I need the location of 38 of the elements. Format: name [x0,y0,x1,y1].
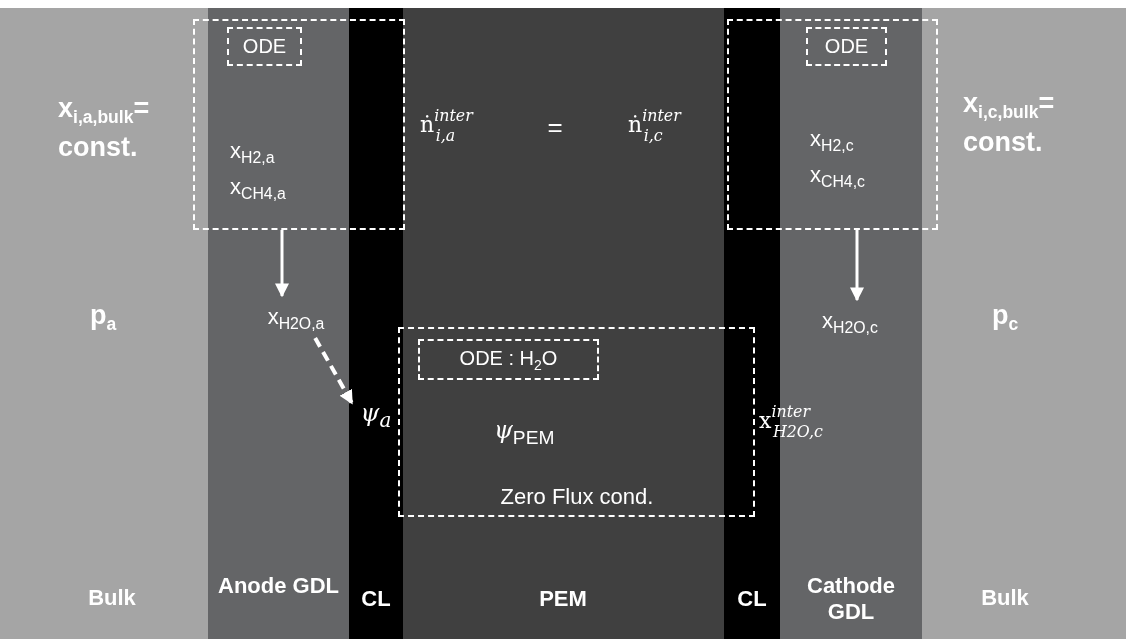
variable-label: p$_{a}$ [90,300,118,337]
dashed-box [806,27,887,66]
layer-label: Cathode GDL [806,573,896,625]
layer-band [208,8,349,639]
layer-band [403,8,724,639]
layer-label: PEM [538,586,588,612]
variable-label: x$_{H2,a}$ [230,138,276,168]
box-label: ODE [242,35,287,58]
layer-band [922,8,1126,639]
dashed-arrow [313,337,354,405]
variable-label: ψ$_{a}$ [352,392,400,434]
box-label: ODE : H$_{2}$O [459,346,558,373]
condition-label: Zero Flux cond. [499,484,655,510]
variable-label: x$_{i,c,bulk}$= const. [963,88,1056,158]
arrow [850,230,864,302]
layer-band [0,8,208,639]
layer-band [349,8,403,639]
layer-label: CL [736,586,768,612]
variable-label: x$_{CH4,a}$ [230,174,287,204]
variable-label: x$_{H2O,a}$ [244,296,348,338]
arrow [275,230,289,298]
layer-label: Bulk [87,585,137,611]
layer-label: Anode GDL [217,573,340,599]
dashed-region [727,19,938,230]
dashed-region [193,19,405,230]
dashed-box [227,27,302,66]
variable-label: x$_{CH4,c}$ [810,162,866,192]
variable-label: p$_{c}$ [992,300,1020,337]
variable-label: x$_{i,a,bulk}$= const. [58,93,151,163]
equation-sign: = [546,112,564,143]
layer-label: CL [360,586,392,612]
variable-label: x$_{H2O,c}$ [798,300,902,342]
variable-label: ψ$_{PEM}$ [494,416,556,449]
variable-label: x$_{H2,c}$ [810,126,855,156]
dashed-region [398,327,755,517]
box-label: ODE [824,35,869,58]
layer-label: Bulk [980,585,1030,611]
dashed-box [418,339,599,380]
